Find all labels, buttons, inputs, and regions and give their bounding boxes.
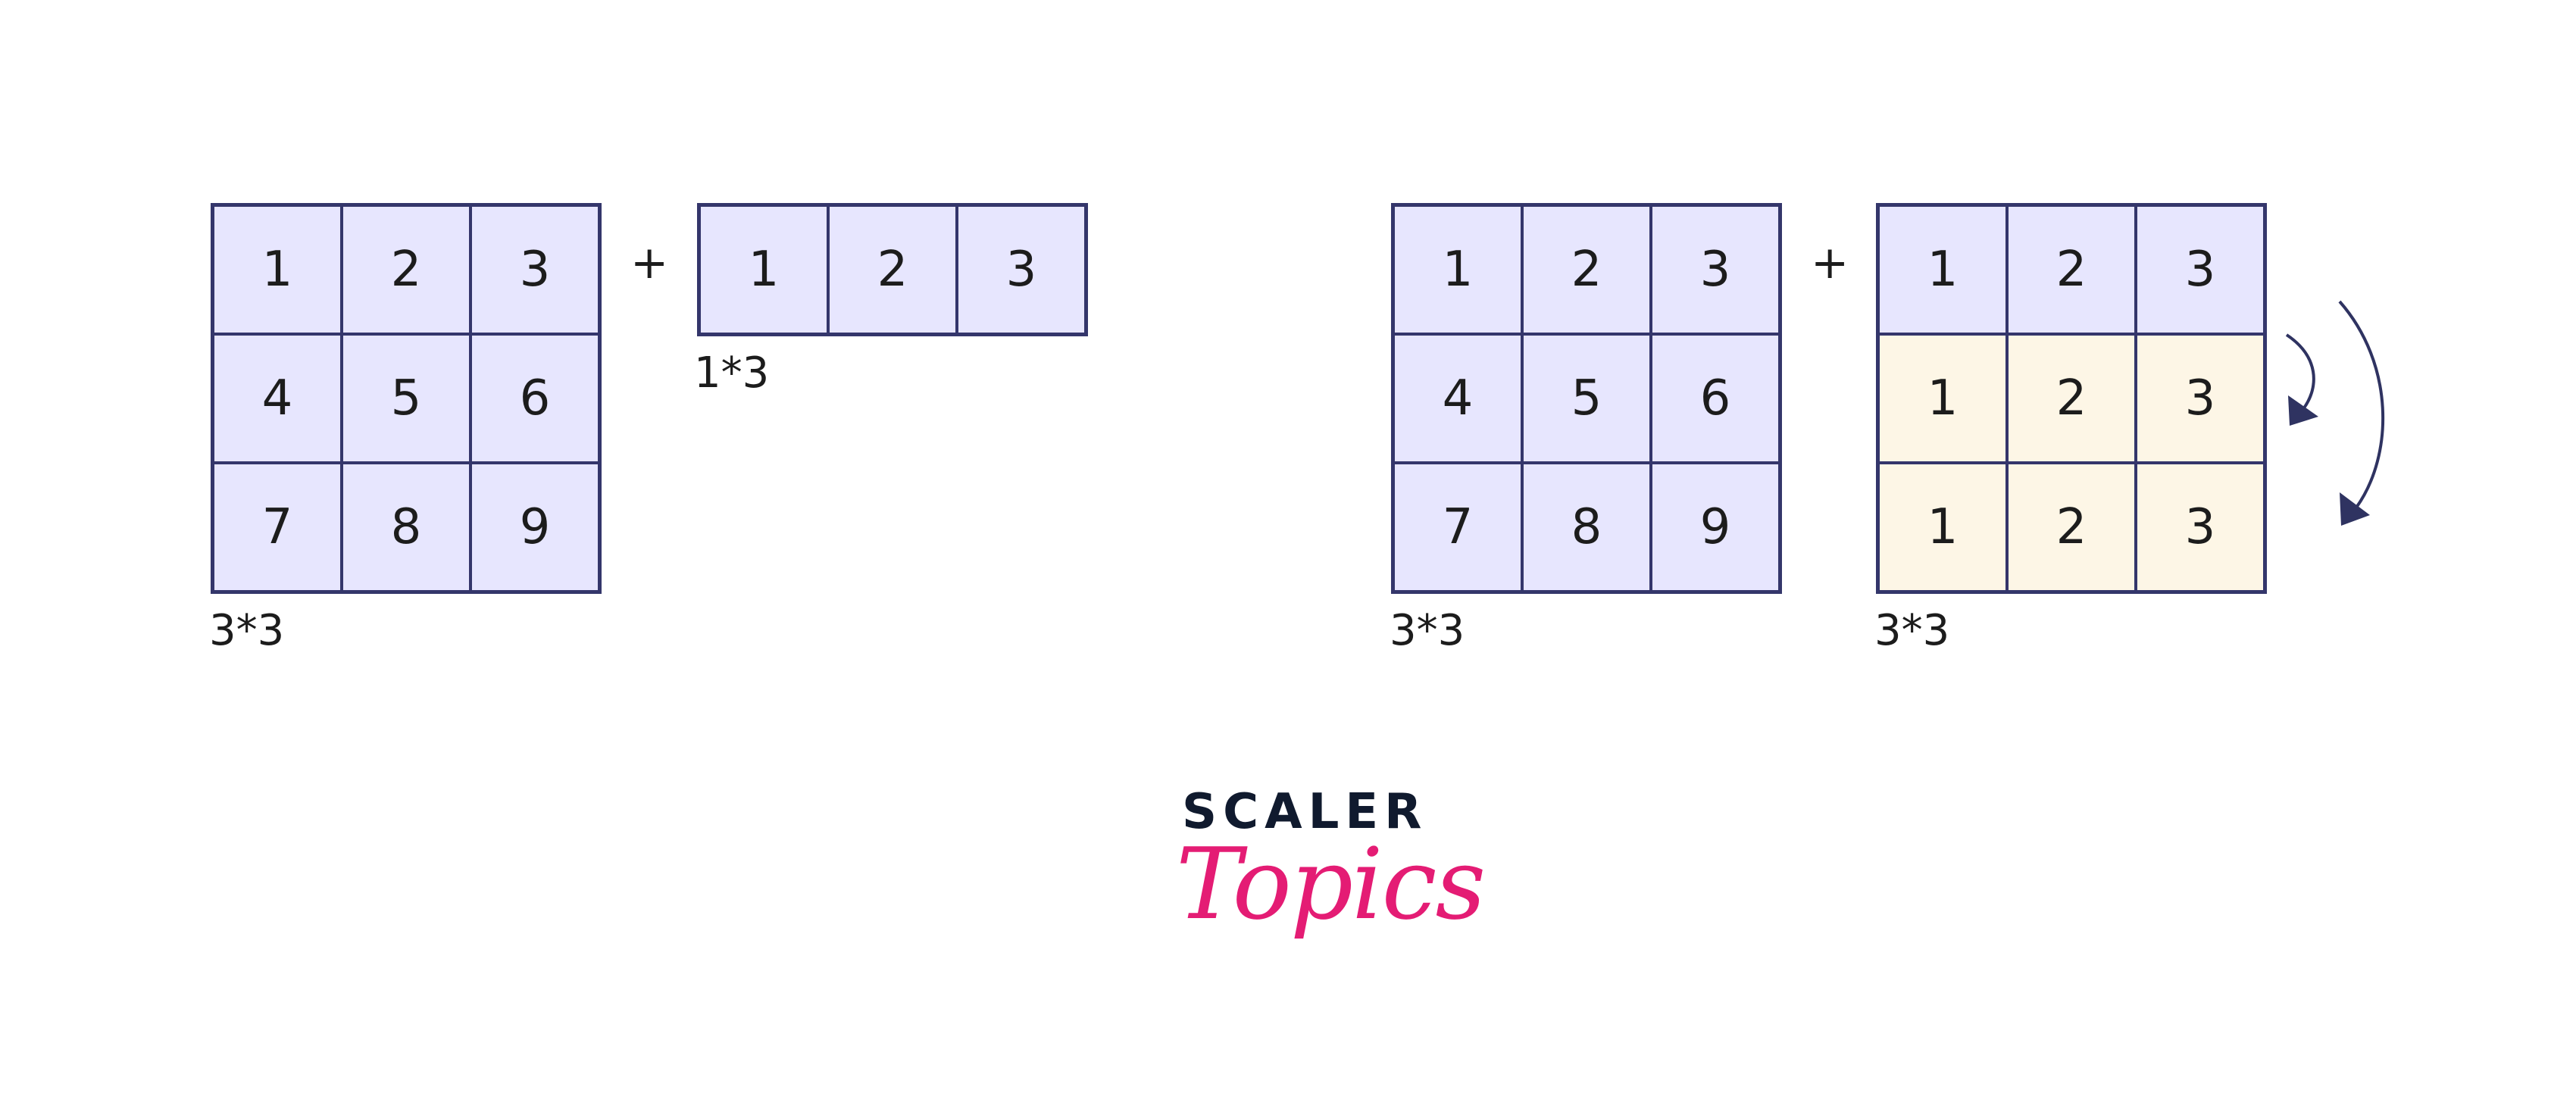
matrix-cell: 6 xyxy=(470,334,599,463)
matrix-cell: 4 xyxy=(1393,334,1522,463)
broadcast-cell: 2 xyxy=(2007,463,2136,592)
right-plus-operator: + xyxy=(1811,236,1849,289)
short-curved-arrow xyxy=(2285,333,2315,411)
left-matrix-b-dim: 1*3 xyxy=(694,348,770,398)
broadcast-cell: 2 xyxy=(2007,334,2136,463)
right-matrix-a: 1 2 3 4 5 6 7 8 9 xyxy=(1391,203,1782,594)
matrix-cell: 8 xyxy=(1522,463,1651,592)
logo-wordmark-bottom: Topics xyxy=(1176,826,1486,942)
matrix-cell: 9 xyxy=(1651,463,1780,592)
matrix-cell: 7 xyxy=(213,463,342,592)
scaler-topics-logo: SCALER Topics xyxy=(1176,784,1486,942)
matrix-cell: 6 xyxy=(1651,334,1780,463)
broadcast-cell: 1 xyxy=(1878,463,2007,592)
short-arrow-head-icon xyxy=(2288,395,2318,426)
matrix-cell: 1 xyxy=(1878,205,2007,334)
logo-wordmark-top: SCALER xyxy=(1182,784,1428,840)
matrix-cell: 1 xyxy=(213,205,342,334)
matrix-cell: 1 xyxy=(1393,205,1522,334)
matrix-cell: 2 xyxy=(342,205,470,334)
matrix-cell: 3 xyxy=(957,205,1086,334)
long-curved-arrow xyxy=(2338,300,2385,509)
broadcast-cell: 1 xyxy=(1878,334,2007,463)
right-matrix-b-broadcast: 1 2 3 1 2 3 1 2 3 xyxy=(1876,203,2267,594)
right-matrix-b-dim: 3*3 xyxy=(1874,606,1950,655)
left-matrix-a: 1 2 3 4 5 6 7 8 9 xyxy=(211,203,602,594)
right-matrix-a-dim: 3*3 xyxy=(1390,606,1465,655)
matrix-cell: 9 xyxy=(470,463,599,592)
matrix-cell: 7 xyxy=(1393,463,1522,592)
matrix-cell: 3 xyxy=(2136,205,2265,334)
matrix-cell: 8 xyxy=(342,463,470,592)
matrix-cell: 2 xyxy=(2007,205,2136,334)
matrix-cell: 3 xyxy=(1651,205,1780,334)
matrix-cell: 5 xyxy=(342,334,470,463)
matrix-cell: 5 xyxy=(1522,334,1651,463)
matrix-cell: 3 xyxy=(470,205,599,334)
broadcast-cell: 3 xyxy=(2136,334,2265,463)
left-matrix-b: 1 2 3 xyxy=(697,203,1088,336)
matrix-cell: 1 xyxy=(699,205,828,334)
left-matrix-a-dim: 3*3 xyxy=(209,606,285,655)
long-arrow-head-icon xyxy=(2340,492,2370,526)
matrix-cell: 4 xyxy=(213,334,342,463)
matrix-cell: 2 xyxy=(1522,205,1651,334)
matrix-cell: 2 xyxy=(828,205,957,334)
left-plus-operator: + xyxy=(630,236,669,289)
broadcast-cell: 3 xyxy=(2136,463,2265,592)
